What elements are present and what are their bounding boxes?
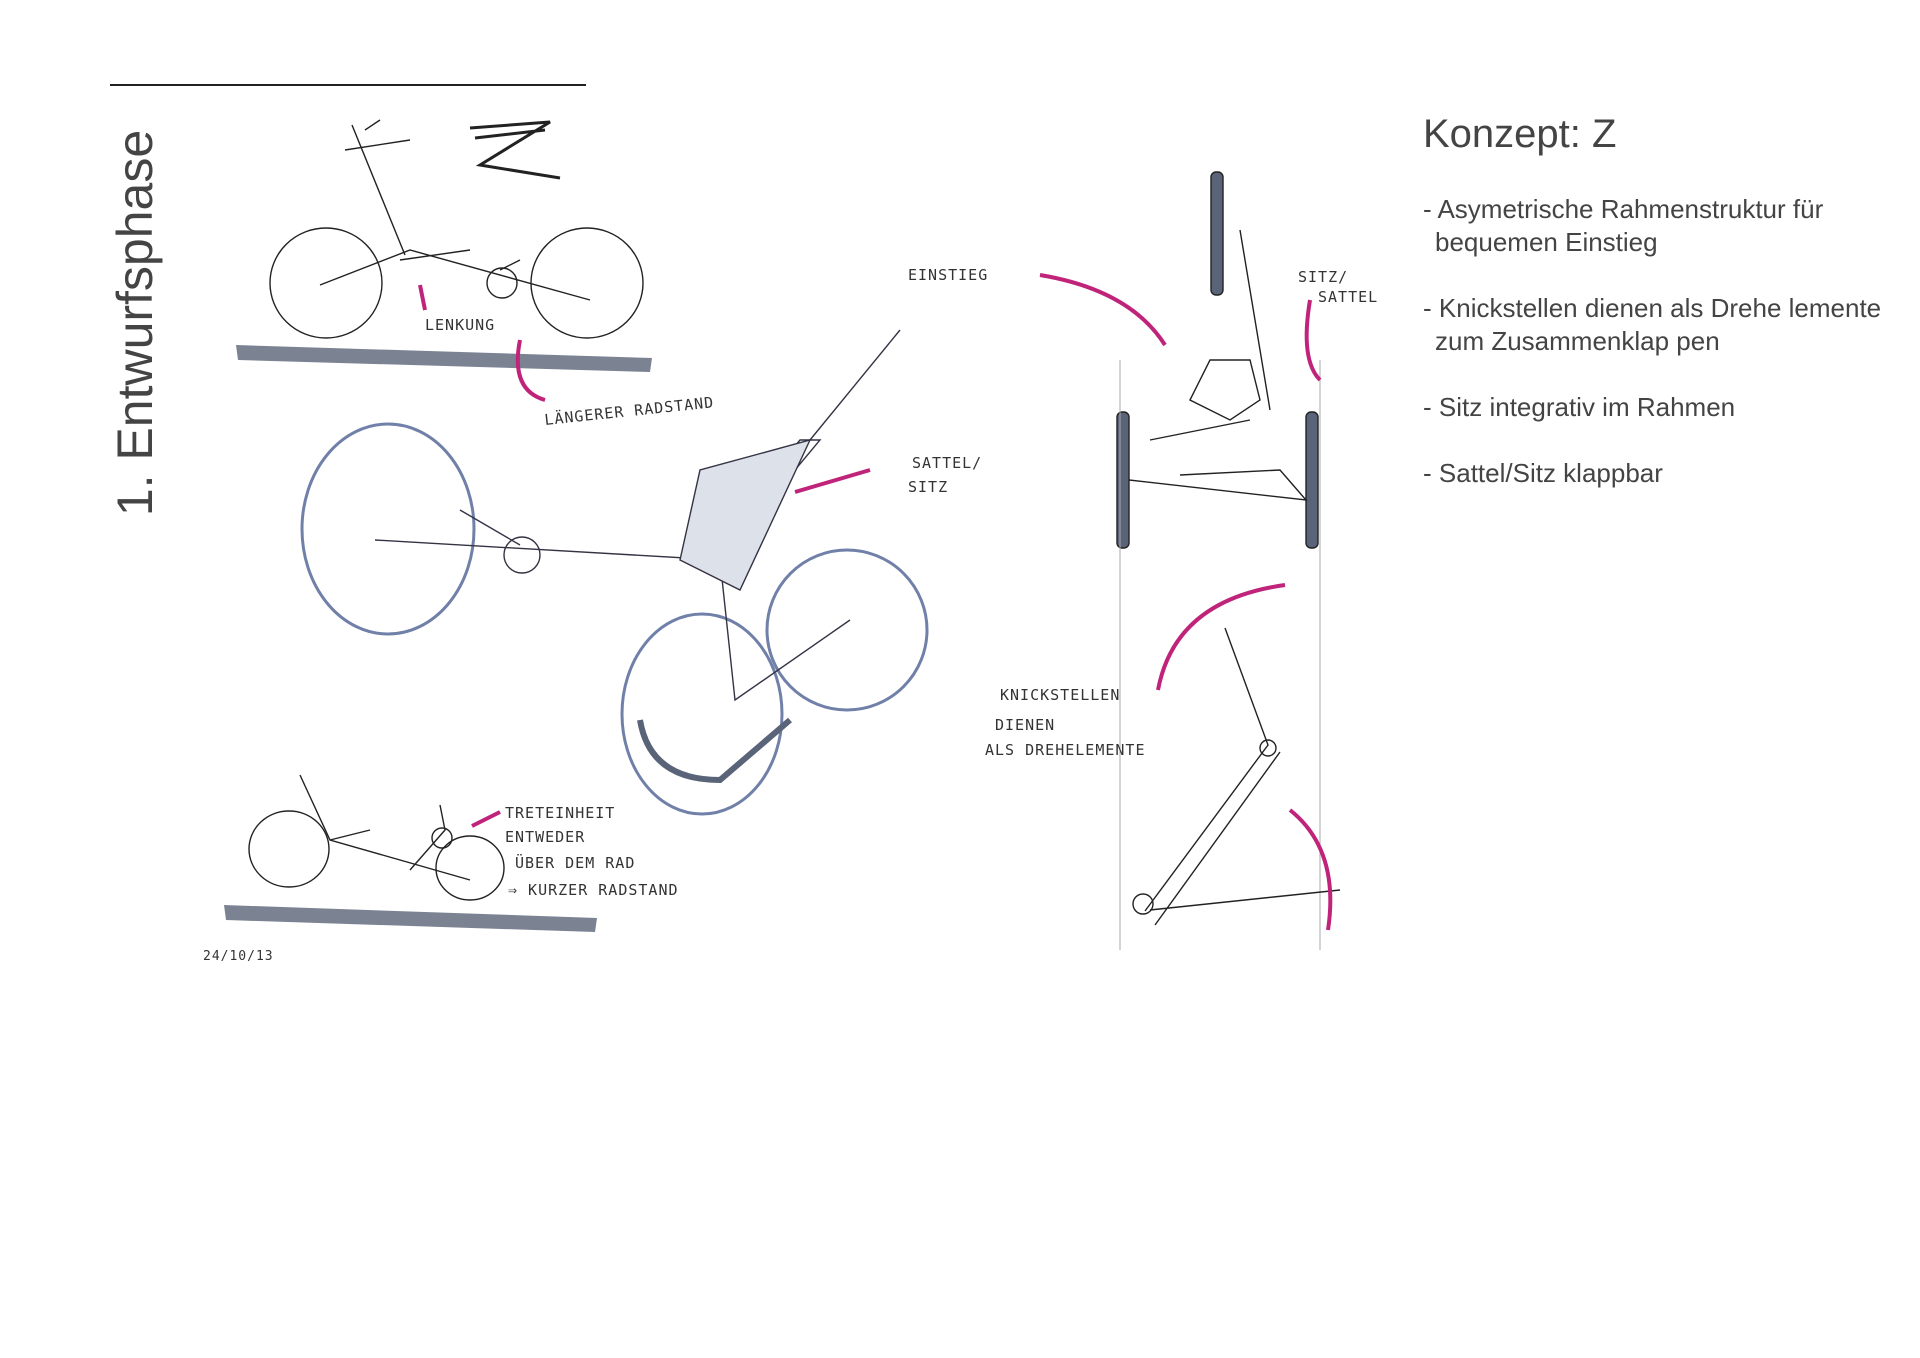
label-ueber-dem-rad: ÜBER DEM RAD <box>515 853 635 872</box>
sketch-date: 24/10/13 <box>203 949 274 964</box>
label-lenkung: LENKUNG <box>425 316 495 334</box>
folding-diagram-sketch <box>1132 627 1341 926</box>
label-entweder: ENTWEDER <box>505 828 585 846</box>
label-dienen: DIENEN <box>995 716 1055 734</box>
label-kurzer-radstand: ⇒ KURZER RADSTAND <box>508 881 679 899</box>
concept-title: Konzept: Z <box>1423 112 1617 156</box>
concept-bullets: Asymetrische Rahmenstruktur für bequemen… <box>1423 193 1883 490</box>
header-rule <box>110 84 586 86</box>
bike-perspective-sketch <box>300 329 929 816</box>
concept-panel: Konzept: Z Asymetrische Rahmenstruktur f… <box>1423 112 1883 523</box>
label-sattel2: SATTEL <box>1318 288 1378 306</box>
concept-bullet: Sitz integrativ im Rahmen <box>1423 391 1883 424</box>
concept-bullet: Asymetrische Rahmenstruktur für bequemen… <box>1423 193 1883 259</box>
label-sitz2: SITZ/ <box>1298 268 1348 286</box>
label-laengerer-radstand: LÄNGERER RADSTAND <box>543 392 715 429</box>
concept-bullet: Knickstellen dienen als Drehe lemente zu… <box>1423 292 1883 358</box>
label-einstieg: EINSTIEG <box>908 266 988 284</box>
concept-bullet: Sattel/Sitz klappbar <box>1423 457 1883 490</box>
bike-side-sketch-long <box>269 119 644 339</box>
bike-side-sketch-short <box>248 774 505 901</box>
label-sattel: SATTEL/ <box>912 454 982 472</box>
label-knickstellen: KNICKSTELLEN <box>1000 686 1120 704</box>
front-view-sketch <box>1116 171 1321 950</box>
ground-shadow <box>236 345 652 372</box>
ground-shadow <box>224 905 597 932</box>
label-treteinheit: TRETEINHEIT <box>505 804 615 822</box>
accent-arrows <box>418 273 1333 931</box>
label-als-drehelemente: ALS DREHELEMENTE <box>985 741 1146 759</box>
label-sitz: SITZ <box>908 478 948 496</box>
z-logo-mark <box>469 120 561 180</box>
